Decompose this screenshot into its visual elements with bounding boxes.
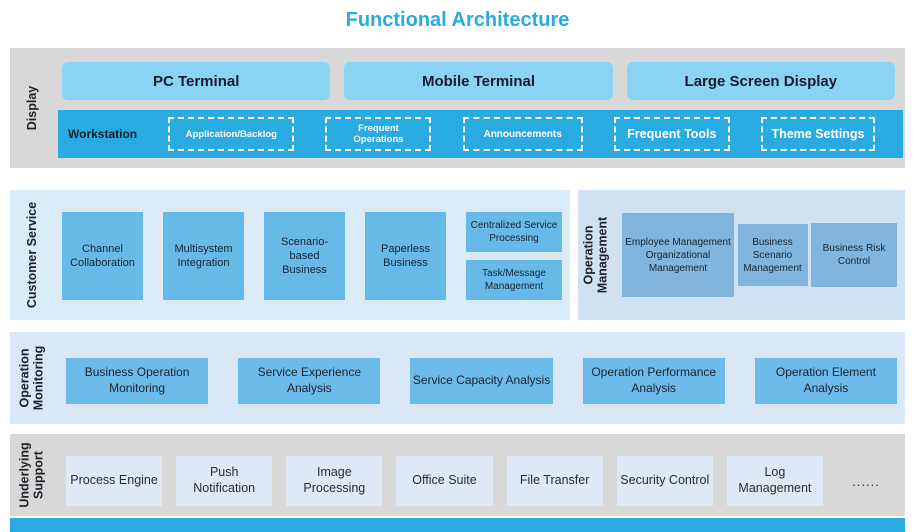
paperless-business-box: Paperless Business [365, 212, 446, 300]
task-message-management-box: Task/Message Management [466, 260, 562, 300]
operation-performance-analysis-box: Operation Performance Analysis [582, 358, 725, 404]
large-screen-display-box: Large Screen Display [626, 62, 895, 100]
workstation-item-announcements: Announcements [462, 117, 583, 151]
workstation-item-application-backlog: Application/Backlog [168, 117, 295, 151]
customer-service-section-label: Customer Service [24, 201, 39, 309]
process-engine-box: Process Engine [66, 456, 163, 506]
service-capacity-analysis-box: Service Capacity Analysis [410, 358, 553, 404]
scenario-based-business-box: Scenario-based Business [264, 212, 345, 300]
centralized-service-processing-box: Centralized Service Processing [466, 212, 562, 252]
underlying-support-boxes: Process Engine Push Notification Image P… [66, 456, 895, 506]
terminal-row: PC Terminal Mobile Terminal Large Screen… [62, 62, 895, 100]
bottom-accent-bar [10, 518, 905, 532]
business-risk-control-box: Business Risk Control [811, 223, 897, 287]
customer-service-stack: Centralized Service Processing Task/Mess… [466, 212, 562, 300]
operation-monitoring-boxes: Business Operation Monitoring Service Ex… [66, 358, 898, 404]
section-customer-service: Customer Service Channel Collaboration M… [10, 190, 570, 320]
more-items-ellipsis: ...... [852, 473, 880, 489]
business-operation-monitoring-box: Business Operation Monitoring [66, 358, 209, 404]
multisystem-integration-box: Multisystem Integration [163, 212, 244, 300]
section-operation-monitoring: Operation Monitoring Business Operation … [10, 332, 905, 424]
underlying-support-section-label: Underlying Support [17, 442, 46, 508]
security-control-box: Security Control [616, 456, 713, 506]
section-underlying-support: Underlying Support Process Engine Push N… [10, 434, 905, 516]
channel-collaboration-box: Channel Collaboration [62, 212, 143, 300]
display-section-label: Display [24, 85, 39, 131]
log-management-box: Log Management [726, 456, 823, 506]
workstation-item-frequent-tools: Frequent Tools [613, 117, 730, 151]
workstation-item-theme-settings: Theme Settings [760, 117, 875, 151]
service-experience-analysis-box: Service Experience Analysis [238, 358, 381, 404]
employee-management-box: Employee Management Organizational Manag… [622, 213, 734, 297]
push-notification-box: Push Notification [176, 456, 273, 506]
business-scenario-management-box: Business Scenario Management [737, 224, 808, 286]
office-suite-box: Office Suite [396, 456, 493, 506]
operation-management-boxes: Employee Management Organizational Manag… [622, 190, 897, 320]
pc-terminal-box: PC Terminal [62, 62, 331, 100]
operation-element-analysis-box: Operation Element Analysis [754, 358, 898, 404]
page-title: Functional Architecture [345, 9, 570, 31]
section-operation-management: Operation Management Employee Management… [578, 190, 905, 320]
customer-service-boxes: Channel Collaboration Multisystem Integr… [62, 212, 562, 300]
section-display: Display PC Terminal Mobile Terminal Larg… [10, 48, 905, 168]
operation-management-section-label: Operation Management [581, 216, 610, 294]
workstation-label: Workstation [68, 127, 138, 141]
mobile-terminal-box: Mobile Terminal [344, 62, 613, 100]
workstation-item-frequent-operations: Frequent Operations [325, 117, 432, 151]
operation-monitoring-section-label: Operation Monitoring [17, 345, 46, 411]
file-transfer-box: File Transfer [506, 456, 603, 506]
image-processing-box: Image Processing [286, 456, 383, 506]
workstation-bar: Workstation Application/Backlog Frequent… [58, 110, 903, 158]
